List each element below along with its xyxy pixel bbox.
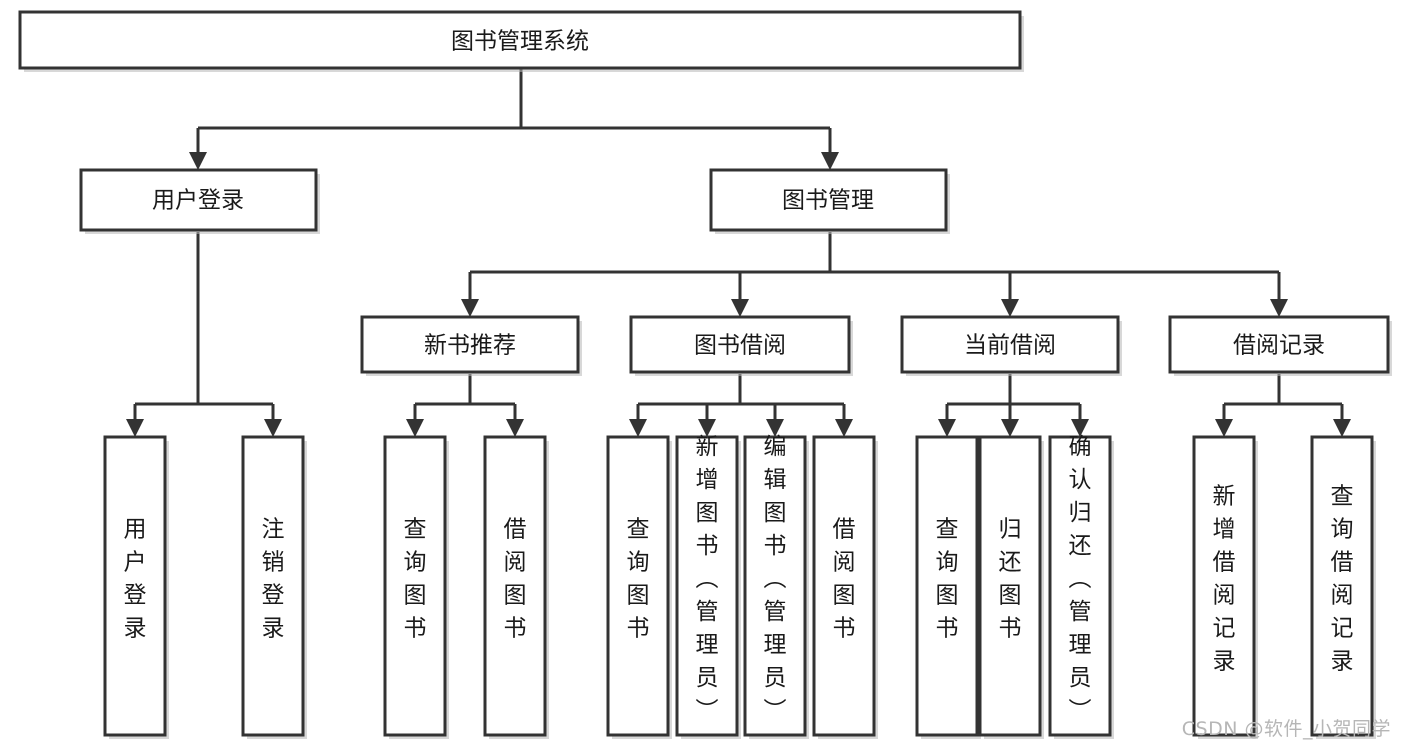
connectors-book-management-to-level3: [461, 232, 1288, 317]
node-leaf-query-borrow-record[interactable]: 查询借阅记录: [1310, 435, 1376, 739]
node-leaf-add-borrow-record-label: 新增借阅记录: [1213, 484, 1236, 675]
node-leaf-add-borrow-record[interactable]: 新增借阅记录: [1192, 435, 1258, 739]
node-leaf-query-book-1-label: 查询图书: [404, 517, 427, 642]
connectors-root-to-level2: [189, 68, 839, 170]
node-leaf-return-book-label: 归还图书: [999, 517, 1022, 642]
csdn-watermark: CSDN @软件_小贺同学: [1181, 718, 1391, 740]
connectors-current-borrow-to-leaves: [938, 374, 1089, 437]
node-current-borrow[interactable]: 当前借阅: [900, 315, 1122, 376]
connectors-user-login-to-leaves: [126, 232, 282, 437]
node-user-login[interactable]: 用户登录: [79, 168, 320, 234]
node-new-book-recommend-label: 新书推荐: [424, 333, 516, 359]
node-user-login-label: 用户登录: [152, 188, 244, 214]
node-borrow-record-label: 借阅记录: [1233, 333, 1325, 359]
node-leaf-confirm-return-label: 确认归还︵管理员︶: [1069, 434, 1092, 724]
node-leaf-edit-book-label: 编辑图书︵管理员︶: [764, 434, 787, 724]
connectors-new-book-recommend-to-leaves: [406, 374, 524, 437]
node-book-management[interactable]: 图书管理: [709, 168, 950, 234]
node-current-borrow-label: 当前借阅: [964, 333, 1056, 359]
node-leaf-query-book-2-label: 查询图书: [627, 517, 650, 642]
node-leaf-add-book-label: 新增图书︵管理员︶: [696, 434, 719, 724]
node-leaf-logout-login-label: 注销登录: [262, 517, 285, 642]
node-leaf-borrow-book-2[interactable]: 借阅图书: [812, 435, 878, 739]
node-leaf-query-book-1[interactable]: 查询图书: [383, 435, 449, 739]
node-leaf-query-book-3[interactable]: 查询图书: [915, 435, 981, 739]
node-leaf-user-login[interactable]: 用户登录: [103, 435, 169, 739]
node-leaf-add-book[interactable]: 新增图书︵管理员︶: [675, 434, 741, 739]
node-leaf-return-book[interactable]: 归还图书: [978, 435, 1044, 739]
node-leaf-confirm-return[interactable]: 确认归还︵管理员︶: [1048, 434, 1114, 739]
node-root-label: 图书管理系统: [451, 29, 589, 55]
node-root[interactable]: 图书管理系统: [18, 10, 1024, 72]
node-leaf-borrow-book-2-label: 借阅图书: [833, 517, 856, 642]
node-book-borrow-label: 图书借阅: [694, 333, 786, 359]
node-book-management-label: 图书管理: [782, 188, 874, 214]
node-book-borrow[interactable]: 图书借阅: [629, 315, 853, 376]
node-leaf-user-login-label: 用户登录: [124, 517, 147, 642]
node-borrow-record[interactable]: 借阅记录: [1168, 315, 1392, 376]
node-leaf-logout-login[interactable]: 注销登录: [241, 435, 307, 739]
node-leaf-query-book-3-label: 查询图书: [936, 517, 959, 642]
node-leaf-query-borrow-record-label: 查询借阅记录: [1331, 484, 1354, 675]
node-leaf-borrow-book-1-label: 借阅图书: [504, 517, 527, 642]
node-new-book-recommend[interactable]: 新书推荐: [360, 315, 582, 376]
node-leaf-query-book-2[interactable]: 查询图书: [606, 435, 672, 739]
node-leaf-borrow-book-1[interactable]: 借阅图书: [483, 435, 549, 739]
connectors-borrow-record-to-leaves: [1215, 374, 1351, 437]
connectors-book-borrow-to-leaves: [629, 374, 853, 437]
node-leaf-edit-book[interactable]: 编辑图书︵管理员︶: [743, 434, 809, 739]
